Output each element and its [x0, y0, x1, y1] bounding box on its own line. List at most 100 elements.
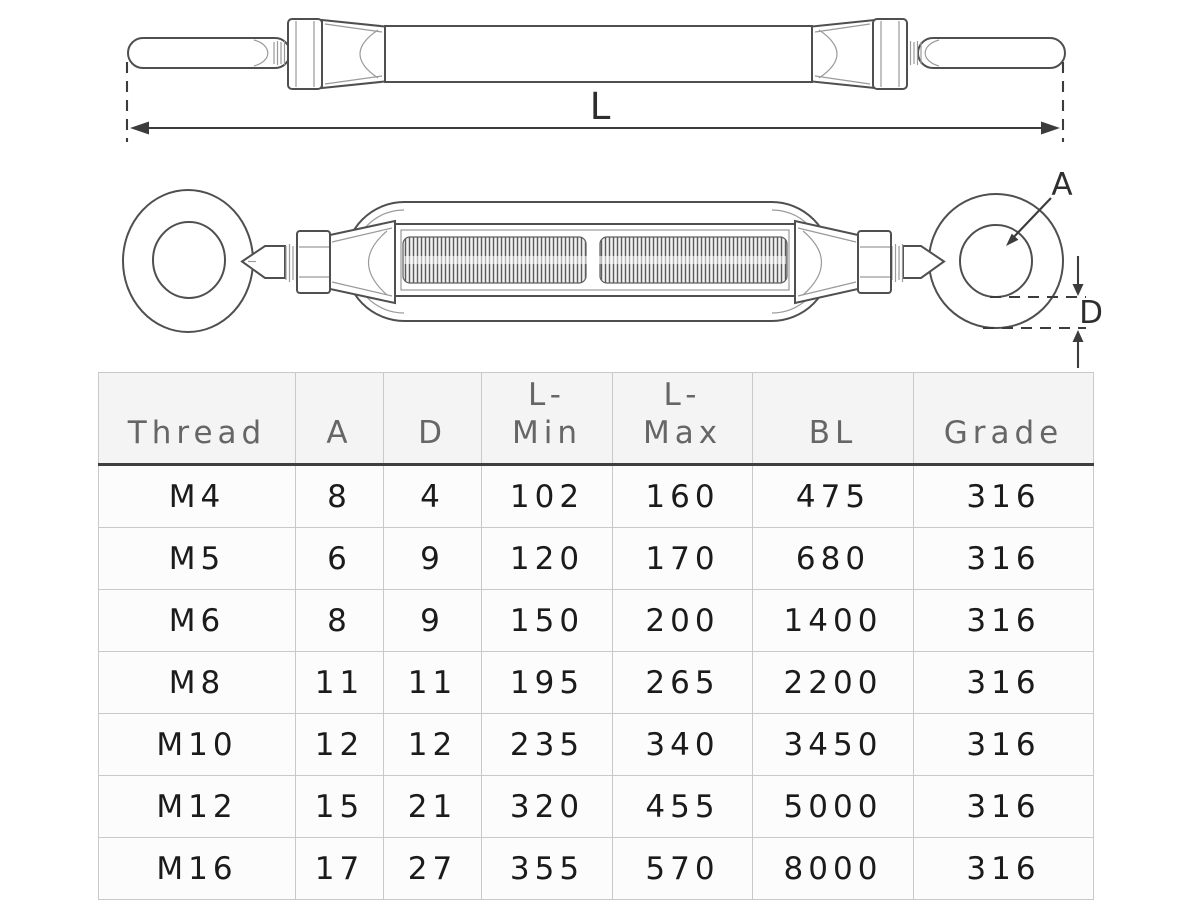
spec-cell: 3450 [752, 713, 914, 776]
spec-cell: 316 [913, 589, 1094, 652]
side-view-drawing [127, 18, 1066, 90]
left-stud-contour [253, 39, 269, 67]
spec-cell: M10 [98, 713, 296, 776]
spec-cell: 12 [295, 713, 384, 776]
spec-cell: 200 [612, 589, 753, 652]
spec-cell: 570 [612, 837, 753, 900]
spec-cell: 170 [612, 527, 753, 590]
spec-cell: 9 [383, 589, 482, 652]
spec-cell: 316 [913, 837, 1094, 900]
spec-cell: 120 [481, 527, 613, 590]
column-header-5: BL [752, 372, 914, 466]
spec-cell: 316 [913, 527, 1094, 590]
rod-highlight [404, 256, 786, 264]
length-dimension-label: L [590, 85, 611, 128]
spec-cell: M4 [98, 464, 296, 528]
body-window-inner [400, 229, 790, 291]
leader-line [1009, 197, 1052, 242]
right-socket [794, 219, 859, 305]
spec-cell: 355 [481, 837, 613, 900]
spec-cell: 27 [383, 837, 482, 900]
spec-cell: 316 [913, 464, 1094, 528]
left-nut [296, 230, 331, 294]
spec-cell: 15 [295, 775, 384, 838]
column-header-1: A [295, 372, 384, 466]
spec-cell: M16 [98, 837, 296, 900]
turnbuckle-diagram: L [122, 18, 1103, 368]
spec-cell: 455 [612, 775, 753, 838]
spec-cell: 340 [612, 713, 753, 776]
body-barrel [384, 25, 813, 83]
left-eye [122, 189, 254, 333]
right-locknut [872, 18, 908, 90]
right-eye [928, 193, 1064, 329]
arrowhead-left-icon [130, 121, 149, 135]
spec-cell: 8 [295, 589, 384, 652]
spec-cell: 680 [752, 527, 914, 590]
right-thread-ridges [906, 41, 922, 65]
spec-cell: 11 [295, 651, 384, 714]
left-shank-threads [285, 244, 298, 282]
column-header-6: Grade [913, 372, 1094, 466]
spec-cell: 17 [295, 837, 384, 900]
thickness-label: D [1079, 295, 1103, 331]
spec-cell: 150 [481, 589, 613, 652]
right-nut [857, 230, 892, 294]
right-stud [917, 37, 1066, 69]
column-header-2: D [383, 372, 482, 466]
right-taper-socket [811, 18, 876, 90]
spec-cell: M5 [98, 527, 296, 590]
spec-cell: 160 [612, 464, 753, 528]
spec-cell: 12 [383, 713, 482, 776]
spec-cell: 1400 [752, 589, 914, 652]
spec-cell: 11 [383, 651, 482, 714]
spec-cell: 316 [913, 713, 1094, 776]
spec-cell: M6 [98, 589, 296, 652]
down-arrowhead-icon [1072, 284, 1084, 296]
spec-cell: 320 [481, 775, 613, 838]
left-eye-shank [240, 245, 286, 279]
right-stud-contour [924, 39, 940, 67]
spec-cell: 475 [752, 464, 914, 528]
spec-cell: 5000 [752, 775, 914, 838]
spec-cell: M12 [98, 775, 296, 838]
right-shank-threads [891, 244, 904, 282]
length-dimension: L [125, 62, 1065, 142]
spec-cell: 9 [383, 527, 482, 590]
left-locknut [287, 18, 323, 90]
left-taper-socket [321, 18, 386, 90]
eye-diameter-callout: A [1006, 167, 1073, 246]
spec-cell: 2200 [752, 651, 914, 714]
column-header-0: Thread [98, 372, 296, 466]
spec-cell: 265 [612, 651, 753, 714]
spec-cell: 6 [295, 527, 384, 590]
spec-cell: M8 [98, 651, 296, 714]
left-stud [127, 37, 291, 69]
spec-cell: 235 [481, 713, 613, 776]
arrowhead-right-icon [1041, 121, 1060, 135]
spec-cell: 102 [481, 464, 613, 528]
front-view-drawing [122, 189, 1064, 333]
spec-cell: 316 [913, 651, 1094, 714]
up-arrowhead-icon [1072, 330, 1084, 342]
leader-arrowhead-icon [1006, 233, 1019, 246]
spec-cell: 8000 [752, 837, 914, 900]
spec-cell: 21 [383, 775, 482, 838]
spec-cell: 8 [295, 464, 384, 528]
eye-diameter-label: A [1051, 167, 1072, 203]
spec-cell: 316 [913, 775, 1094, 838]
spec-cell: 4 [383, 464, 482, 528]
thickness-dimension: D [983, 256, 1103, 368]
